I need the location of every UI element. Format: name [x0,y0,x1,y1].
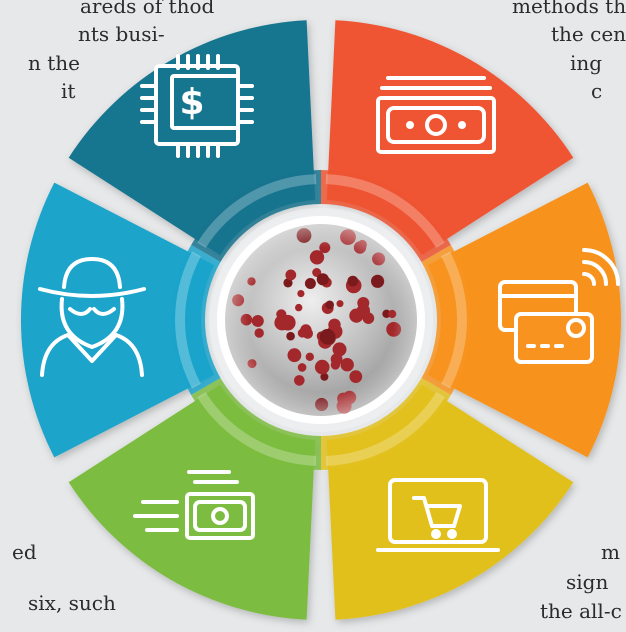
text-fragment-right-5: m [601,540,620,564]
band-highlight-card-payment [441,251,467,389]
text-fragment-right-4: c [591,79,603,103]
text-fragment-right-7: the all-c [540,599,622,623]
band-card-payment [421,245,471,395]
flying-money-icon [133,470,255,540]
band-highlight-fraud [175,251,201,389]
band-online-shopping [321,378,451,470]
contactless-card-icon [498,248,620,364]
band-cash [321,170,451,262]
text-fragment-right-2: the cen [551,22,626,46]
center-glow [217,216,425,424]
band-highlight-finance-chip [197,174,317,248]
band-fraud [171,245,221,395]
text-fragment-left-3: n the [28,51,80,75]
spy-icon [38,257,146,377]
text-fragment-left-6: six, such [28,591,116,615]
text-fragment-right-6: sign [566,570,609,594]
laptop-cart-icon [376,478,500,552]
text-fragment-left-4: it [61,79,76,103]
band-highlight-fast-money [197,392,317,466]
segment-fraud [20,182,215,458]
dollar-chip-icon: $ [140,54,254,158]
band-finance-chip [191,170,321,262]
text-fragment-left-2: nts busi- [78,22,165,46]
svg-text:$: $ [179,82,204,123]
text-fragment-left-5: ed [12,540,37,564]
text-fragment-right-1: methods the [512,0,626,18]
band-highlight-online-shopping [325,392,445,466]
inner-ring-band [171,170,471,470]
band-fast-money [191,378,321,470]
center-virus [209,208,433,432]
banknote-icon [376,76,496,154]
text-fragment-left-1: areds of thod [80,0,215,18]
band-highlight-cash [325,174,445,248]
text-fragment-right-3: ing [570,51,603,75]
